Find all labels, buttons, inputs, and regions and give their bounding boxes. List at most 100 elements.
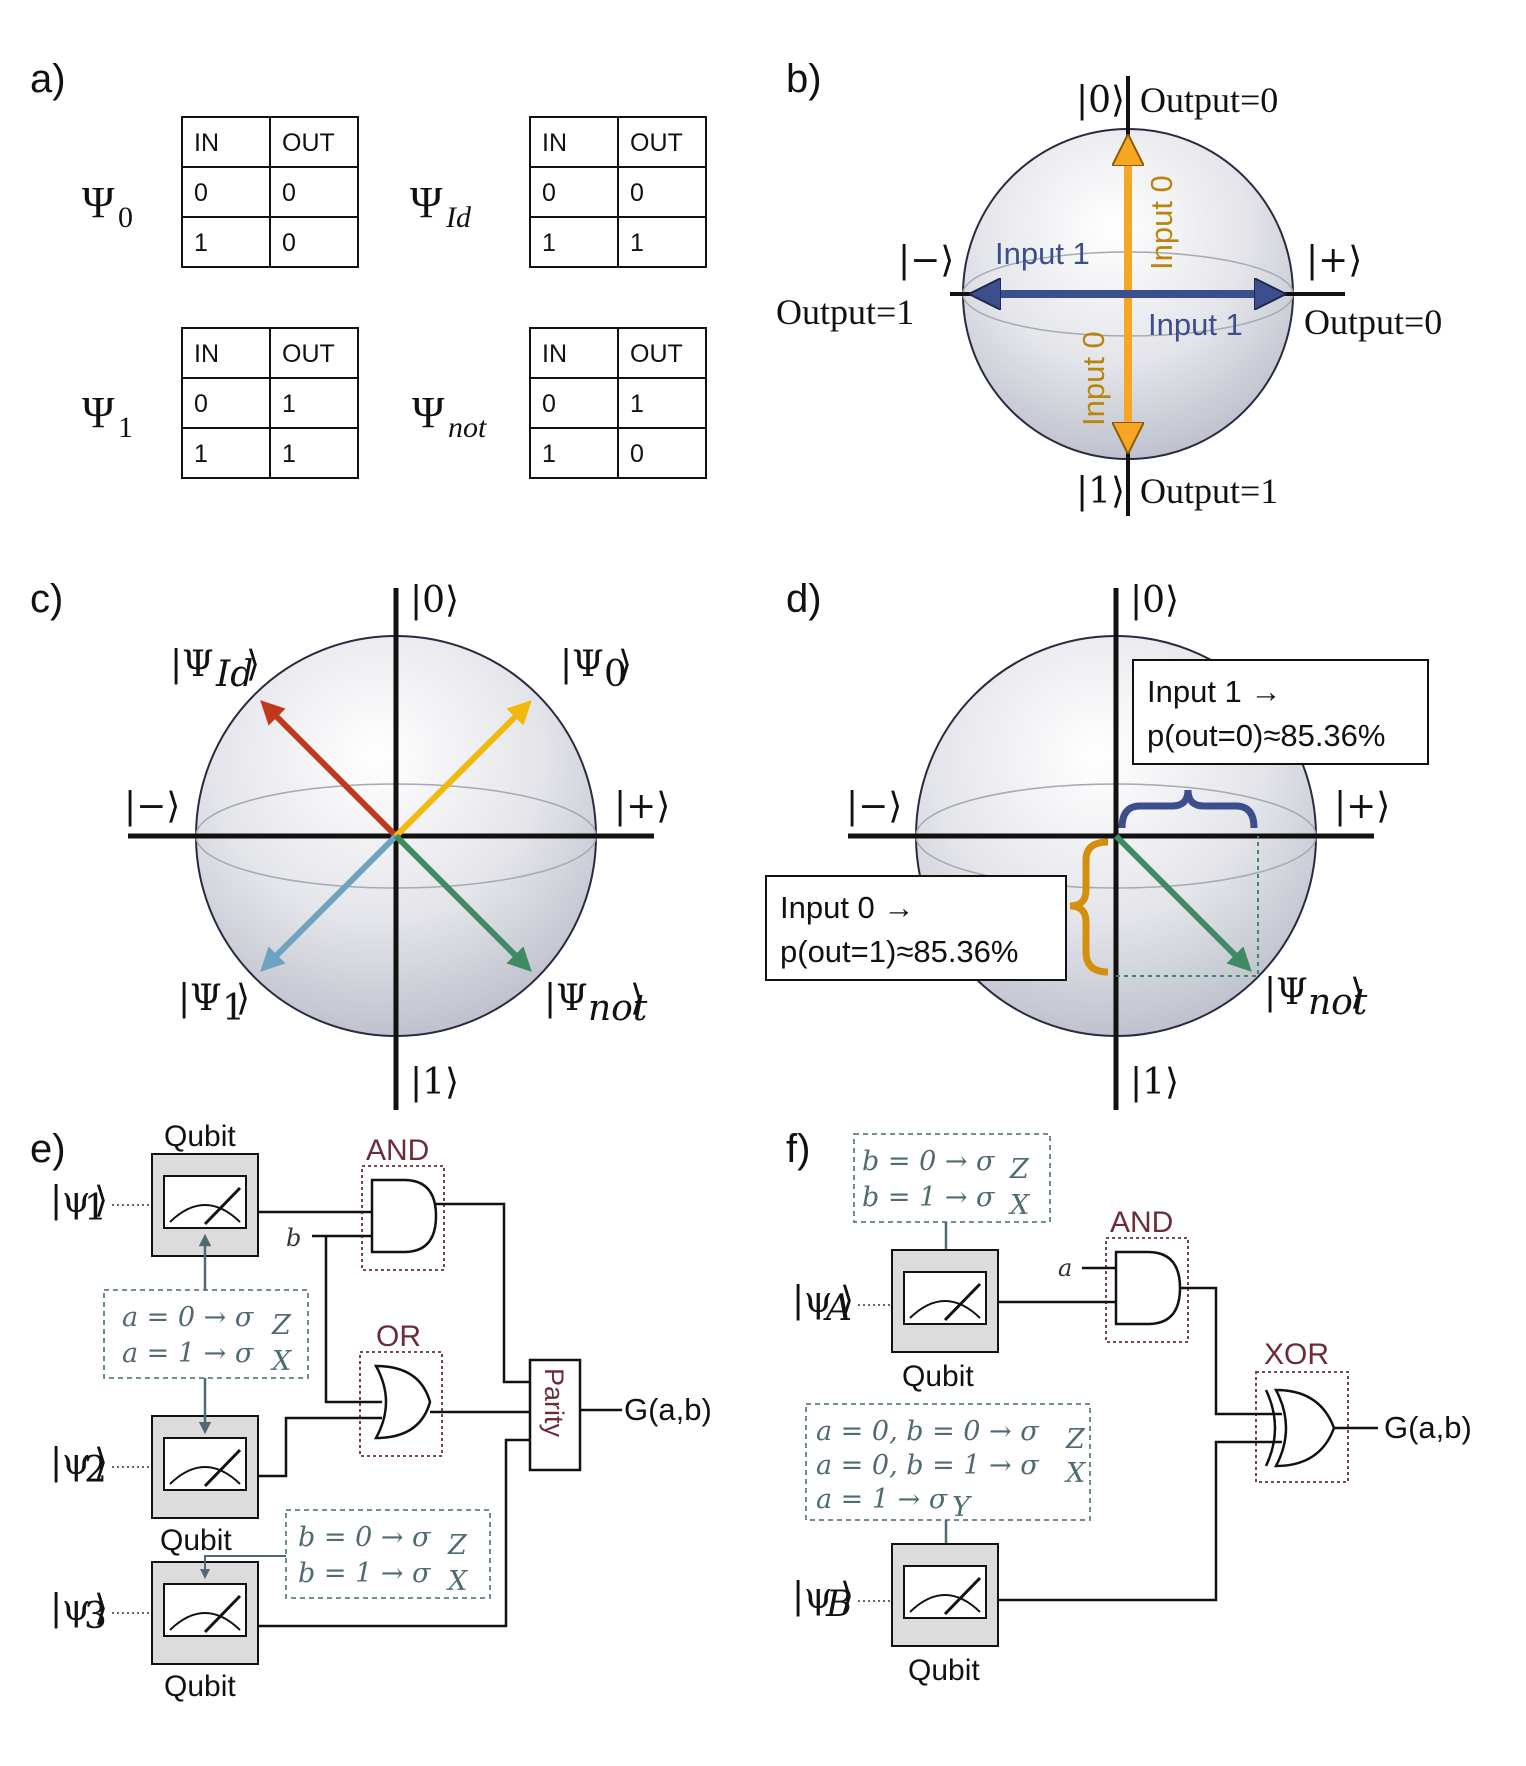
table-cell: 0 (542, 390, 556, 418)
svg-text:Z: Z (1009, 1154, 1030, 1185)
svg-text:⟩: ⟩ (840, 1576, 854, 1617)
qubit-meter-3: Qubit (151, 1561, 259, 1703)
table-cell: 0 (194, 179, 208, 207)
svg-text:b = 0 → σ: b = 0 → σ (298, 1522, 432, 1553)
ket-1: |1⟩ (410, 1062, 459, 1103)
table-cell: 0 (282, 229, 296, 257)
table-label: Ψ (412, 388, 445, 437)
svg-text:Z: Z (1065, 1424, 1086, 1455)
table-head-out: OUT (282, 340, 335, 368)
svg-text:|Ψ: |Ψ (170, 644, 214, 685)
ket-plus: |+⟩ (1334, 786, 1390, 827)
qubit-meter-a: Qubit (891, 1249, 999, 1393)
svg-text:Qubit: Qubit (908, 1654, 980, 1687)
ket-1: |1⟩ (1130, 1062, 1179, 1103)
condition-box-ab: a = 0, b = 0 → σ Z a = 0, b = 1 → σ X a … (805, 1403, 1091, 1575)
table-cell: 0 (282, 179, 296, 207)
svg-text:AND: AND (366, 1134, 429, 1167)
panel-label-e: e) (30, 1127, 66, 1171)
psi-not-arrow (1113, 833, 1252, 972)
ket-plus: |+⟩ (614, 786, 670, 827)
panel-label-d: d) (786, 577, 822, 621)
label-psi-id: |Ψ Id ⟩ (170, 644, 260, 695)
info-box-input0 (765, 875, 1067, 981)
ket-minus: |−⟩ (124, 786, 180, 827)
table-label-sub: 1 (118, 411, 133, 444)
svg-text:|Ψ: |Ψ (178, 978, 222, 1019)
table-head-in: IN (542, 129, 567, 157)
svg-text:a = 1 → σ: a = 1 → σ (816, 1484, 949, 1515)
svg-text:|ψ: |ψ (50, 1442, 90, 1483)
and-gate-f: AND (1105, 1206, 1189, 1343)
info-box-input1 (1132, 659, 1429, 765)
svg-text:⟩: ⟩ (1350, 972, 1364, 1013)
qubit-meter-b: Qubit (891, 1543, 999, 1687)
table-label: Ψ (82, 388, 115, 437)
ket-minus: |−⟩ (898, 240, 954, 281)
panel-label-b: b) (786, 57, 822, 101)
table-cell: 1 (194, 229, 208, 257)
svg-text:B: B (825, 1584, 852, 1625)
psi2-input: |ψ 2 ⟩ (50, 1442, 152, 1491)
psiA-input: |ψ A ⟩ (792, 1280, 892, 1329)
table-cell: 1 (542, 440, 556, 468)
truth-table-psinot: Ψ not IN OUT 0 1 1 0 (412, 327, 707, 479)
svg-text:Qubit: Qubit (902, 1360, 974, 1393)
table-cell: 1 (282, 440, 296, 468)
or-gate-e: OR (359, 1320, 443, 1457)
svg-text:OR: OR (376, 1320, 421, 1353)
psi-id-arrow (260, 700, 399, 839)
table-cell: 1 (282, 390, 296, 418)
svg-text:a = 0 → σ: a = 0 → σ (122, 1302, 255, 1333)
output-left: Output=1 (776, 292, 914, 332)
input0-label-bottom: Input 0 (1076, 331, 1111, 426)
svg-text:a = 0, b = 0 → σ: a = 0, b = 0 → σ (816, 1416, 1040, 1447)
info-box-input0-line2: p(out=1)≈85.36% (780, 934, 1018, 969)
svg-text:⟩: ⟩ (246, 644, 260, 685)
input1-label-left: Input 1 (995, 236, 1090, 271)
condition-box-a: a = 0 → σ Z a = 1 → σ X (103, 1233, 309, 1435)
svg-text:a = 0, b = 1 → σ: a = 0, b = 1 → σ (816, 1450, 1040, 1481)
svg-text:|Ψ: |Ψ (560, 644, 604, 685)
svg-text:|Ψ: |Ψ (544, 978, 588, 1019)
table-cell: 0 (630, 440, 644, 468)
svg-text:1: 1 (84, 1188, 107, 1229)
table-head-in: IN (194, 129, 219, 157)
table-cell: 0 (542, 179, 556, 207)
panel-label-f: f) (786, 1127, 810, 1171)
svg-text:X: X (446, 1566, 469, 1597)
svg-text:⟩: ⟩ (618, 644, 632, 685)
svg-text:|ψ: |ψ (792, 1280, 832, 1321)
svg-text:⟩: ⟩ (630, 978, 644, 1019)
xor-gate-f: XOR (1255, 1338, 1349, 1483)
svg-text:⟩: ⟩ (236, 978, 250, 1019)
info-box-input0-line1: Input 0 → (780, 890, 914, 925)
ket-1: |1⟩ (1076, 471, 1125, 512)
table-cell: 1 (542, 229, 556, 257)
svg-text:|ψ: |ψ (50, 1180, 90, 1221)
table-head-in: IN (194, 340, 219, 368)
ket-0: |0⟩ (1076, 80, 1125, 121)
qubit-meter-1: Qubit (151, 1120, 259, 1257)
svg-text:⟩: ⟩ (94, 1588, 108, 1629)
table-head-out: OUT (630, 129, 683, 157)
svg-text:X: X (270, 1346, 293, 1377)
svg-text:Z: Z (447, 1530, 468, 1561)
circuit-f: b = 0 → σ Z b = 1 → σ X Qubit |ψ A ⟩ a =… (792, 1133, 1472, 1687)
svg-text:⟩: ⟩ (94, 1442, 108, 1483)
table-cell: 0 (630, 179, 644, 207)
ket-0: |0⟩ (1130, 580, 1179, 621)
label-psi-not: |Ψ not ⟩ (1264, 972, 1368, 1023)
brace-top (1118, 789, 1258, 829)
psiB-input: |ψ B ⟩ (792, 1576, 892, 1625)
psi3-input: |ψ 3 ⟩ (50, 1588, 152, 1637)
circuit-e: Qubit 1 |ψ 1 ⟩ Qubit |ψ 2 ⟩ (50, 1120, 712, 1703)
table-label: Ψ (82, 178, 115, 227)
label-psi-0: |Ψ 0 ⟩ (560, 644, 632, 695)
table-label-sub: not (448, 411, 487, 444)
psi-1-arrow (260, 833, 399, 972)
svg-text:Qubit: Qubit (164, 1120, 236, 1153)
svg-text:A: A (823, 1288, 852, 1329)
table-head-out: OUT (630, 340, 683, 368)
